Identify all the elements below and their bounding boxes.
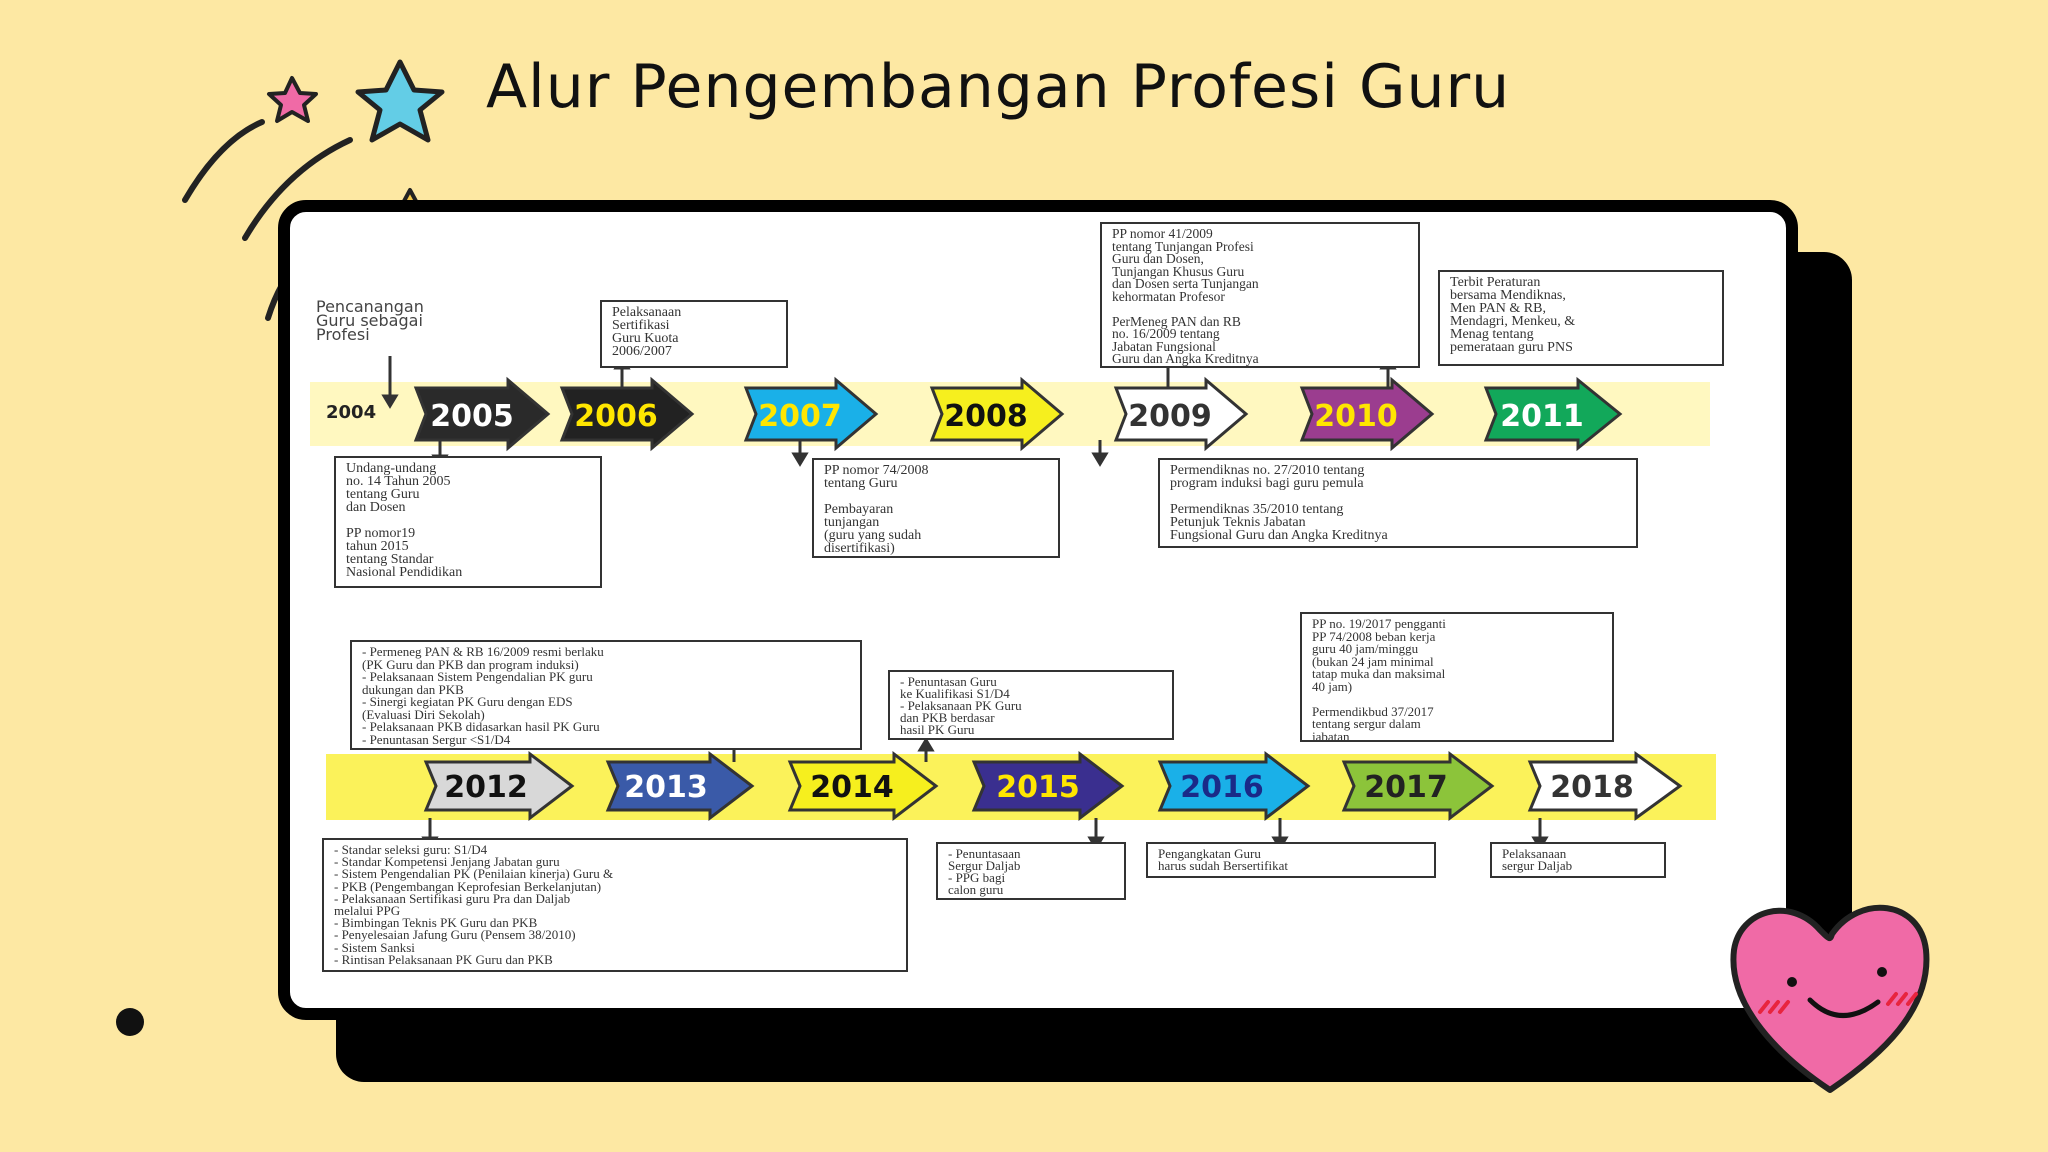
year-arrow-2012: 2012: [423, 750, 575, 822]
year-label-2009: 2009: [1128, 399, 1212, 434]
year-arrow-2007: 2007: [743, 376, 879, 452]
year-label-2008: 2008: [944, 399, 1028, 434]
note-box-2014: - Penuntasan Guru ke Kualifikasi S1/D4 -…: [888, 670, 1174, 740]
year-label-2011: 2011: [1500, 399, 1584, 434]
year-arrow-2006: 2006: [559, 376, 695, 452]
timeline-card: 2004 Pencanangan Guru sebagai Profesi 20…: [278, 200, 1798, 1020]
year-arrow-2016: 2016: [1157, 750, 1311, 822]
black-dot-icon: [116, 1008, 144, 1036]
start-note: Pencanangan Guru sebagai Profesi: [316, 297, 424, 344]
year-label-2005: 2005: [430, 399, 514, 434]
year-label-2014: 2014: [810, 770, 894, 805]
year-label-2006: 2006: [574, 399, 658, 434]
note-box-2012-bottom: - Standar seleksi guru: S1/D4 - Standar …: [322, 838, 908, 972]
year-label-2012: 2012: [444, 770, 528, 805]
note-box-2015: - Penuntasaan Sergur Daljab - PPG bagi c…: [936, 842, 1126, 900]
year-arrow-2010: 2010: [1299, 376, 1435, 452]
year-arrow-2015: 2015: [971, 750, 1125, 822]
pink-star-icon: [267, 76, 318, 123]
year-arrow-2013: 2013: [605, 750, 755, 822]
timeline-arrows: 2005 2006 2007 2008 2009 2010 2011: [326, 351, 1716, 851]
note-box-2005: Undang-undang no. 14 Tahun 2005 tentang …: [334, 456, 602, 588]
year-label-2016: 2016: [1180, 770, 1264, 805]
note-box-2012-2013: - Permeneg PAN & RB 16/2009 resmi berlak…: [350, 640, 862, 750]
year-label-2018: 2018: [1550, 770, 1634, 805]
year-arrow-2005: 2005: [413, 376, 551, 452]
year-arrow-2009: 2009: [1113, 376, 1249, 452]
year-arrow-2014: 2014: [787, 750, 939, 822]
start-year-label: 2004: [326, 402, 377, 423]
slide-title: Alur Pengembangan Profesi Guru: [486, 52, 1511, 122]
note-box-2010: Permendiknas no. 27/2010 tentang program…: [1158, 458, 1638, 548]
year-label-2007: 2007: [758, 399, 842, 434]
note-box-2009: PP nomor 41/2009 tentang Tunjangan Profe…: [1100, 222, 1420, 368]
note-box-2011: Terbit Peraturan bersama Mendiknas, Men …: [1438, 270, 1724, 366]
year-arrow-2018: 2018: [1527, 751, 1683, 821]
year-label-2015: 2015: [996, 770, 1080, 805]
year-label-2013: 2013: [624, 770, 708, 805]
year-arrow-2011: 2011: [1483, 376, 1623, 452]
note-box-2017-top: PP no. 19/2017 pengganti PP 74/2008 beba…: [1300, 612, 1614, 742]
year-arrow-2008: 2008: [929, 376, 1065, 452]
smiling-heart-icon: [1730, 904, 1930, 1093]
note-box-2008: PP nomor 74/2008 tentang Guru Pembayaran…: [812, 458, 1060, 558]
year-label-2017: 2017: [1364, 770, 1448, 805]
note-box-2006: Pelaksanaan Sertifikasi Guru Kuota 2006/…: [600, 300, 788, 368]
year-arrow-2017: 2017: [1341, 750, 1495, 822]
year-label-2010: 2010: [1314, 399, 1398, 434]
blue-star-icon: [355, 59, 445, 143]
note-box-2016: Pengangkatan Guru harus sudah Bersertifi…: [1146, 842, 1436, 878]
note-box-2018: Pelaksanaan sergur Daljab: [1490, 842, 1666, 878]
